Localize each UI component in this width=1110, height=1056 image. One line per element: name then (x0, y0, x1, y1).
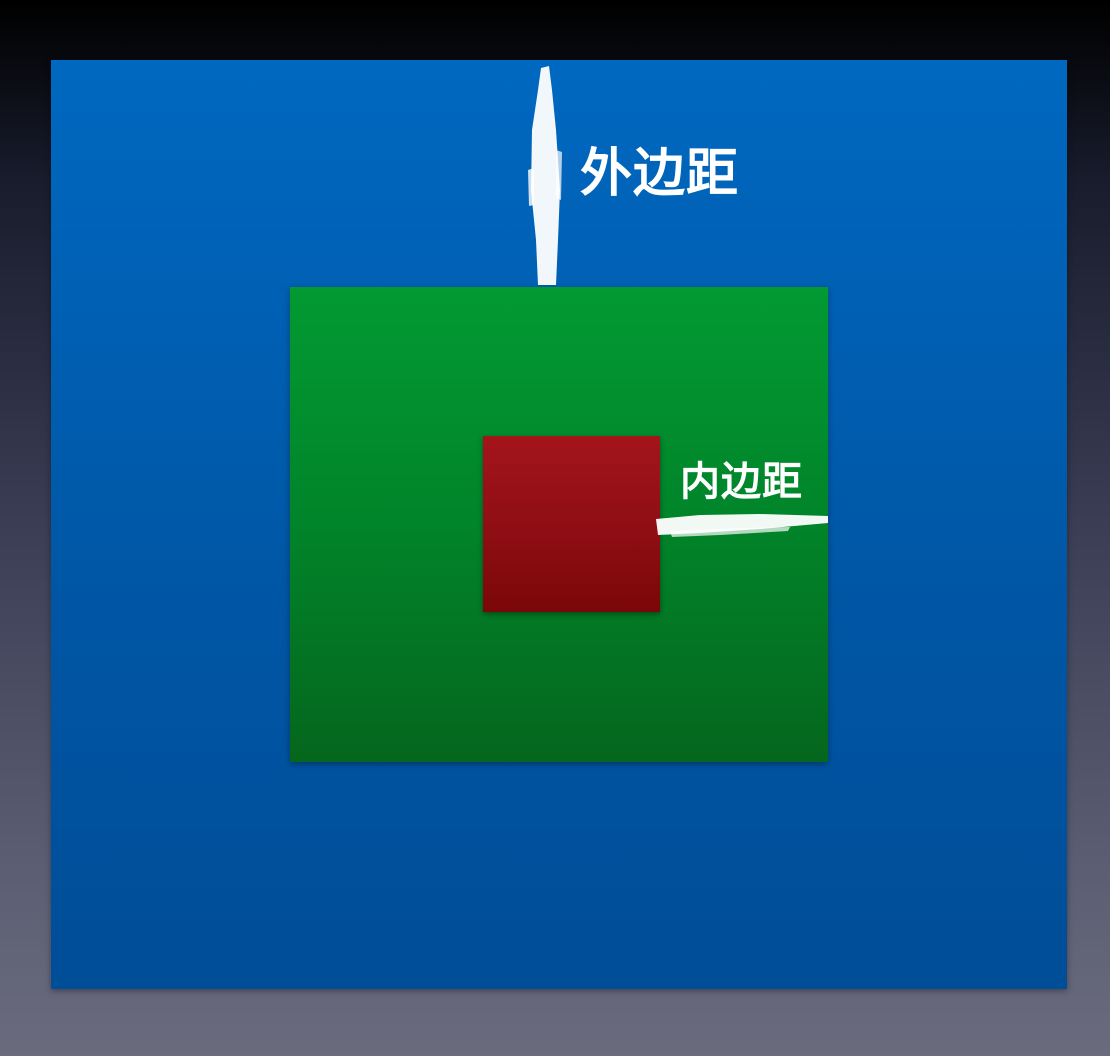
content-box (483, 436, 660, 612)
margin-label: 外边距 (580, 144, 740, 204)
padding-label: 内边距 (680, 459, 803, 505)
